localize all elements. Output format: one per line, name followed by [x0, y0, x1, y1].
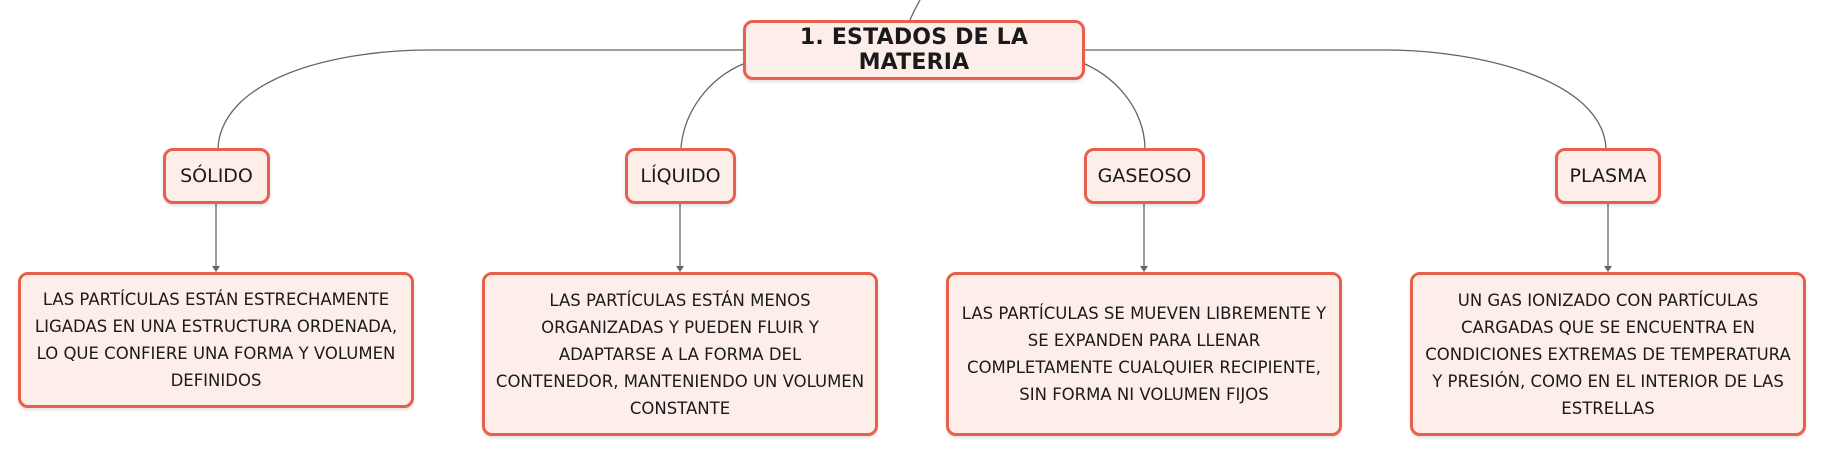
connector-root-plasma [1085, 49, 1607, 149]
state-node-label: GASEOSO [1097, 165, 1192, 187]
state-node-gaseoso[interactable]: GASEOSO [1084, 148, 1205, 204]
state-node-label: SÓLIDO [180, 165, 253, 187]
root-node[interactable]: 1. ESTADOS DE LA MATERIA [743, 20, 1085, 80]
description-text: UN GAS IONIZADO CON PARTÍCULAS CARGADAS … [1425, 290, 1791, 418]
connector-solido-desc [212, 204, 220, 272]
state-node-label: LÍQUIDO [640, 165, 721, 187]
connector-gaseoso-desc [1140, 204, 1148, 272]
connector-root-gaseoso [1084, 63, 1146, 149]
state-node-liquido[interactable]: LÍQUIDO [625, 148, 736, 204]
state-node-plasma[interactable]: PLASMA [1555, 148, 1661, 204]
description-node-gaseoso[interactable]: LAS PARTÍCULAS SE MUEVEN LIBREMENTE Y SE… [946, 272, 1342, 436]
connector-plasma-desc [1604, 204, 1612, 272]
state-node-solido[interactable]: SÓLIDO [163, 148, 270, 204]
connector-liquido-desc [676, 204, 684, 272]
description-node-liquido[interactable]: LAS PARTÍCULAS ESTÁN MENOS ORGANIZADAS Y… [482, 272, 878, 436]
description-text: LAS PARTÍCULAS SE MUEVEN LIBREMENTE Y SE… [961, 304, 1327, 404]
root-node-label: 1. ESTADOS DE LA MATERIA [799, 25, 1029, 75]
state-node-label: PLASMA [1569, 165, 1647, 187]
description-node-solido[interactable]: LAS PARTÍCULAS ESTÁN ESTRECHAMENTE LIGAD… [18, 272, 414, 408]
description-text: LAS PARTÍCULAS ESTÁN ESTRECHAMENTE LIGAD… [34, 290, 398, 390]
connector-root-solido [217, 49, 743, 149]
connector-root-parent [909, 0, 921, 21]
connector-root-liquido [680, 63, 744, 149]
description-text: LAS PARTÍCULAS ESTÁN MENOS ORGANIZADAS Y… [495, 290, 865, 418]
description-node-plasma[interactable]: UN GAS IONIZADO CON PARTÍCULAS CARGADAS … [1410, 272, 1806, 436]
